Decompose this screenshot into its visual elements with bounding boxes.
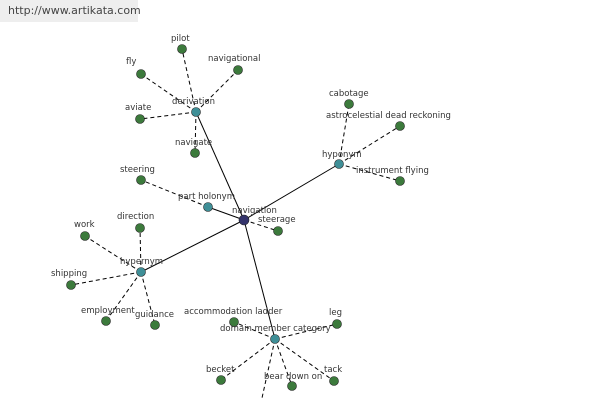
leg-node-label: leg: [329, 308, 342, 318]
hyponym-node-label: hyponym: [322, 150, 362, 160]
hyponym-node[interactable]: [334, 159, 344, 169]
pilot-node[interactable]: [177, 44, 187, 54]
astrocelestial-node[interactable]: [395, 121, 405, 131]
navigate-node[interactable]: [190, 148, 200, 158]
edge-guidance-node: [140, 271, 156, 326]
tack-node-label: tack: [324, 365, 342, 375]
employment-node-label: employment: [81, 306, 135, 316]
tack-node[interactable]: [329, 376, 339, 386]
edge-layer: [70, 48, 401, 399]
cabotage-node-label: cabotage: [329, 89, 369, 99]
navigational-node-label: navigational: [208, 54, 260, 64]
edge-cabotage-node: [338, 103, 350, 165]
url-banner: http://www.artikata.com: [0, 0, 141, 22]
accommodation-ladder-node-label: accommodation ladder: [184, 307, 283, 317]
accommodation-ladder-node[interactable]: [229, 317, 239, 327]
direction-node-label: direction: [117, 212, 154, 222]
aviate-node[interactable]: [135, 114, 145, 124]
edge-hyponym-node: [243, 163, 340, 221]
instrument-flying-node-label: instrument flying: [356, 166, 429, 176]
astrocelestial-node-label: astrocelestial dead reckoning: [326, 111, 451, 121]
navigate-node-label: navigate: [175, 138, 212, 148]
leg-node[interactable]: [332, 319, 342, 329]
pilot-node-label: pilot: [171, 34, 190, 44]
edge-steerage-node: [243, 219, 279, 232]
steering-node[interactable]: [136, 175, 146, 185]
guidance-node[interactable]: [150, 320, 160, 330]
guidance-node-label: guidance: [135, 310, 174, 320]
bear-down-on-node-label: bear down on: [264, 372, 322, 382]
edge-instrument-flying-node: [338, 163, 401, 182]
domain-member-category-node-label: domain member category: [220, 324, 331, 334]
edge-part-holonym-node: [207, 206, 245, 221]
part-holonym-node[interactable]: [203, 202, 213, 212]
edge-direction-node: [139, 227, 142, 273]
steerage-node-label: steerage: [258, 215, 296, 225]
navigational-node[interactable]: [233, 65, 243, 75]
edge-aviate-node: [139, 111, 197, 120]
url-link[interactable]: http://www.artikata.com: [8, 4, 141, 17]
derivation-node[interactable]: [191, 107, 201, 117]
edge-steering-node: [140, 179, 209, 208]
shipping-node-label: shipping: [51, 269, 87, 279]
fly-node[interactable]: [136, 69, 146, 79]
edge-navigational-node: [195, 69, 239, 113]
aviate-node-label: aviate: [125, 103, 151, 113]
navigation-node-label: navigation: [232, 206, 277, 216]
bear-down-on-node[interactable]: [287, 381, 297, 391]
edge-stub: [261, 338, 276, 399]
cabotage-node[interactable]: [344, 99, 354, 109]
hypernym-node[interactable]: [136, 267, 146, 277]
edge-accommodation-ladder-node: [233, 321, 276, 340]
edge-becket-node: [220, 338, 276, 381]
part-holonym-node-label: part holonym: [178, 192, 235, 202]
steerage-node[interactable]: [273, 226, 283, 236]
shipping-node[interactable]: [66, 280, 76, 290]
edge-derivation-node: [195, 111, 245, 221]
employment-node[interactable]: [101, 316, 111, 326]
derivation-node-label: derivation: [172, 97, 215, 107]
edge-hypernym-node: [140, 219, 245, 273]
navigation-node[interactable]: [238, 214, 250, 226]
edge-shipping-node: [70, 271, 142, 286]
work-node[interactable]: [80, 231, 90, 241]
work-node-label: work: [74, 220, 95, 230]
fly-node-label: fly: [126, 57, 136, 67]
becket-node-label: becket: [206, 365, 235, 375]
direction-node[interactable]: [135, 223, 145, 233]
edge-tack-node: [274, 338, 335, 382]
instrument-flying-node[interactable]: [395, 176, 405, 186]
steering-node-label: steering: [120, 165, 155, 175]
label-layer: navigation derivation hyponym part holonym h…: [51, 34, 451, 382]
edge-employment-node: [105, 271, 142, 322]
edge-bear-down-on-node: [274, 338, 293, 387]
node-layer: [66, 44, 405, 391]
hypernym-node-label: hypernym: [120, 257, 163, 267]
edge-leg-node: [274, 323, 338, 340]
edge-pilot-node: [181, 48, 197, 113]
edge-astrocelestial-node: [338, 125, 401, 165]
edge-domain-member-category-node: [243, 219, 276, 340]
domain-member-category-node[interactable]: [270, 334, 280, 344]
becket-node[interactable]: [216, 375, 226, 385]
